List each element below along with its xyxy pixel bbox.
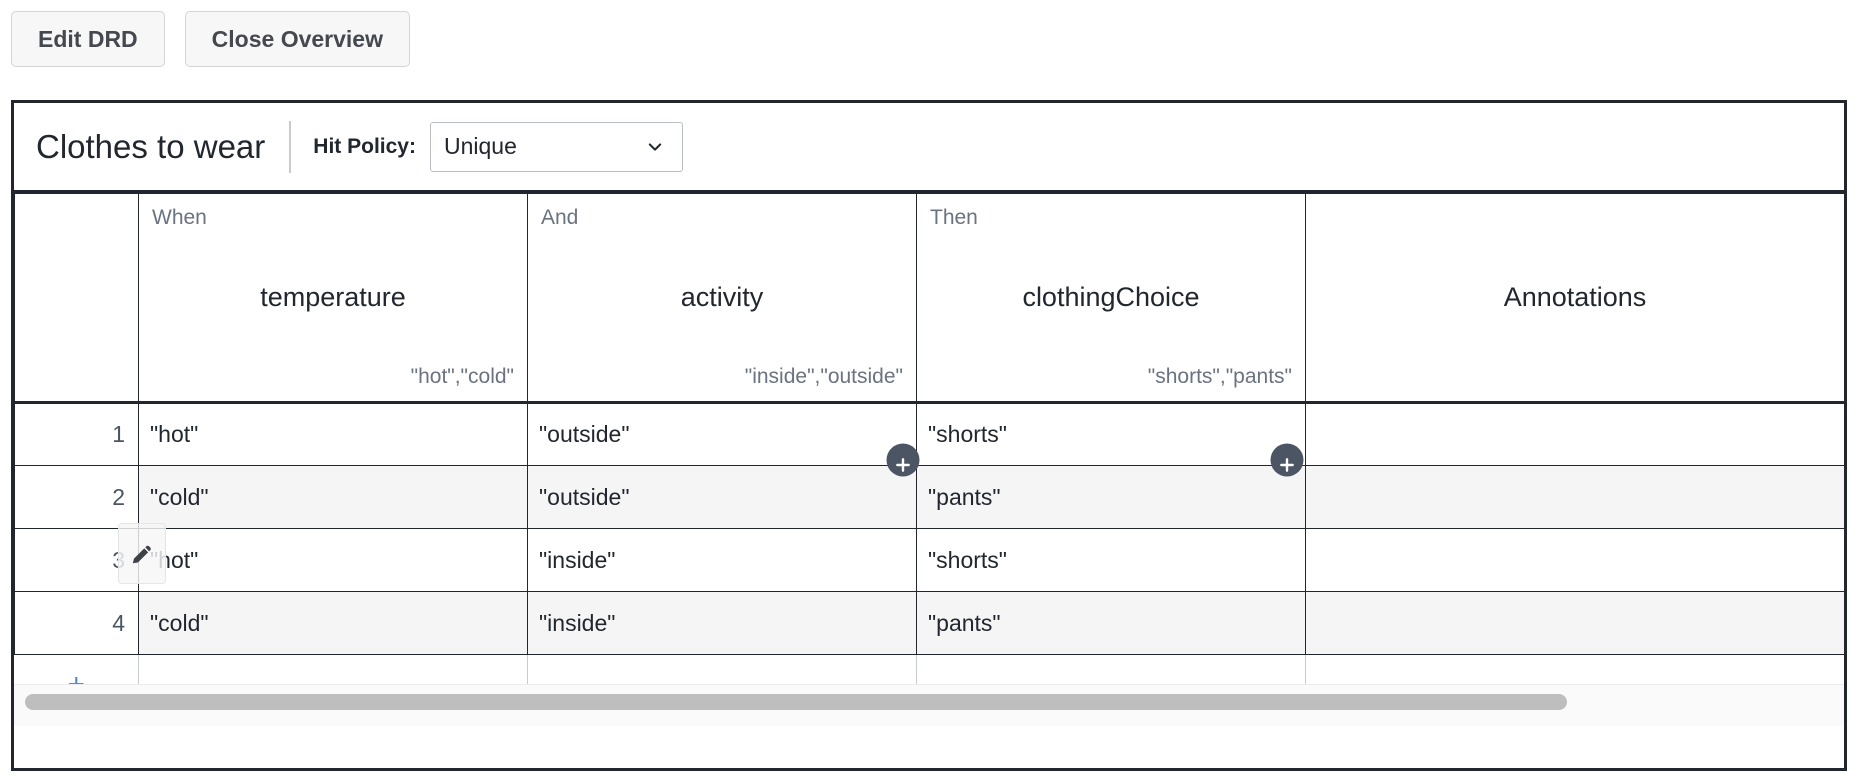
cell-activity[interactable]: "inside" — [527, 528, 917, 592]
decision-table-grid: When temperature "hot","cold" And activi… — [14, 193, 1844, 715]
header-index-cell — [14, 193, 139, 404]
header-role-then: Then — [930, 206, 978, 229]
header-type-temperature: "hot","cold" — [410, 365, 514, 388]
decision-table-scroll-area: When temperature "hot","cold" And activi… — [14, 193, 1844, 726]
header-name-temperature: temperature — [260, 282, 406, 312]
header-cell-annotations[interactable]: Annotations — [1305, 193, 1844, 404]
header-name-annotations: Annotations — [1503, 282, 1647, 312]
cell-clothingchoice[interactable]: "pants" — [916, 591, 1306, 655]
header-type-activity: "inside","outside" — [744, 365, 903, 388]
row-index: 1 — [14, 402, 139, 466]
row-index: 4 — [14, 591, 139, 655]
hit-policy-label: Hit Policy: — [313, 134, 416, 158]
header-cell-temperature[interactable]: When temperature "hot","cold" — [138, 193, 528, 404]
cell-temperature[interactable]: "cold" — [138, 591, 528, 655]
cell-activity[interactable]: "outside" — [527, 465, 917, 529]
top-toolbar: Edit DRD Close Overview — [11, 11, 410, 67]
plus-icon — [1279, 452, 1296, 472]
pencil-icon — [129, 541, 155, 567]
header-name-activity: activity — [680, 282, 764, 312]
header-cell-clothingchoice[interactable]: Then clothingChoice "shorts","pants" — [916, 193, 1306, 404]
edit-rule-button[interactable] — [118, 523, 166, 584]
header-role-and: And — [541, 206, 579, 229]
add-output-column-button[interactable] — [1270, 443, 1304, 477]
hit-policy-value: Unique — [443, 133, 517, 159]
table-row[interactable]: 4 "cold" "inside" "pants" — [14, 591, 1844, 655]
cell-activity[interactable]: "inside" — [527, 591, 917, 655]
scrollbar-thumb[interactable] — [25, 694, 1567, 710]
decision-table-panel: Clothes to wear Hit Policy: Unique — [11, 100, 1847, 771]
header-name-clothingchoice: clothingChoice — [1022, 282, 1200, 312]
chevron-down-icon — [646, 138, 664, 156]
plus-icon — [895, 452, 912, 472]
cell-clothingchoice[interactable]: "pants" — [916, 465, 1306, 529]
cell-clothingchoice[interactable]: "shorts" — [916, 528, 1306, 592]
close-overview-button[interactable]: Close Overview — [184, 11, 410, 67]
decision-table-titlebar: Clothes to wear Hit Policy: Unique — [14, 103, 1844, 193]
table-row[interactable]: 3 "hot" "inside" "shorts" — [14, 528, 1844, 592]
title-divider — [289, 120, 292, 173]
table-row[interactable]: 1 "hot" "outside" "shorts" — [14, 402, 1844, 466]
cell-clothingchoice[interactable]: "shorts" — [916, 402, 1306, 466]
header-role-when: When — [152, 206, 207, 229]
header-type-clothingchoice: "shorts","pants" — [1147, 365, 1292, 388]
table-row[interactable]: 2 "cold" "outside" "pants" — [14, 465, 1844, 529]
cell-temperature[interactable]: "hot" — [138, 402, 528, 466]
cell-temperature[interactable]: "cold" — [138, 465, 528, 529]
row-index: 2 — [14, 465, 139, 529]
cell-annotation[interactable] — [1305, 591, 1844, 655]
edit-drd-button[interactable]: Edit DRD — [11, 11, 165, 67]
cell-annotation[interactable] — [1305, 402, 1844, 466]
hit-policy-select[interactable]: Unique — [429, 121, 683, 172]
cell-annotation[interactable] — [1305, 528, 1844, 592]
cell-temperature[interactable]: "hot" — [138, 528, 528, 592]
table-header-row: When temperature "hot","cold" And activi… — [14, 193, 1844, 404]
header-cell-activity[interactable]: And activity "inside","outside" — [527, 193, 917, 404]
horizontal-scrollbar[interactable] — [14, 684, 1844, 726]
decision-table-title: Clothes to wear — [36, 127, 266, 165]
add-input-column-button[interactable] — [886, 443, 920, 477]
cell-activity[interactable]: "outside" — [527, 402, 917, 466]
cell-annotation[interactable] — [1305, 465, 1844, 529]
